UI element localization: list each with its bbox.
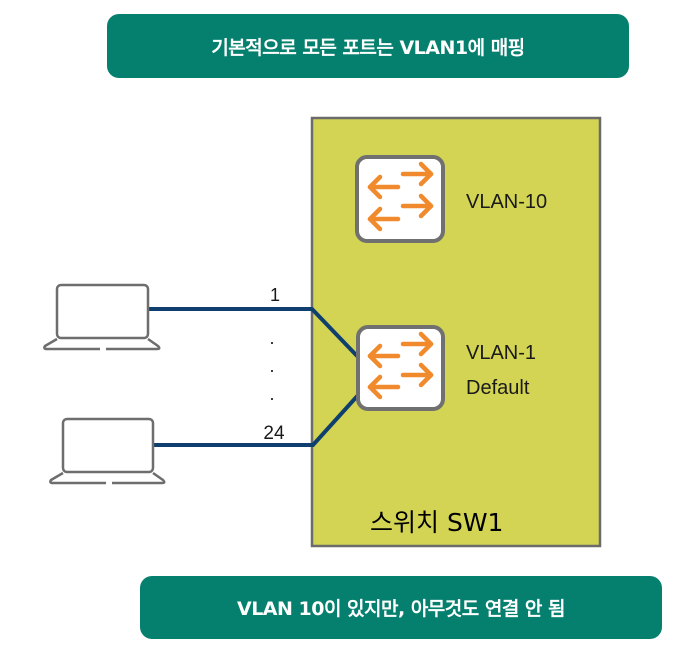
vlan1-switch-icon [356,325,445,411]
port-ellipsis-3: · [269,388,275,408]
vlan1-label: VLAN-1 [466,342,536,364]
info-banner-bottom: VLAN 10이 있지만, 아무것도 연결 안 됨 [140,576,662,639]
banner-bottom-text: VLAN 10이 있지만, 아무것도 연결 안 됨 [236,598,566,620]
vlan10-switch-icon [355,155,445,243]
laptop-icon [49,417,166,485]
port1-link [148,307,361,360]
info-banner-top: 기본적으로 모든 포트는 VLAN1에 매핑 [107,14,629,78]
vlan10-label: VLAN-10 [466,191,547,213]
laptop-icon [43,283,161,351]
port-ellipsis-1: · [269,332,275,352]
port-ellipsis-2: · [269,360,275,380]
port-label-first: 1 [270,285,280,305]
banner-top-text: 기본적으로 모든 포트는 VLAN1에 매핑 [211,36,525,59]
port24-link [153,391,362,447]
switch-name: 스위치 SW1 [370,508,503,537]
port-label-last: 24 [263,423,285,444]
vlan1-sublabel: Default [466,377,530,399]
